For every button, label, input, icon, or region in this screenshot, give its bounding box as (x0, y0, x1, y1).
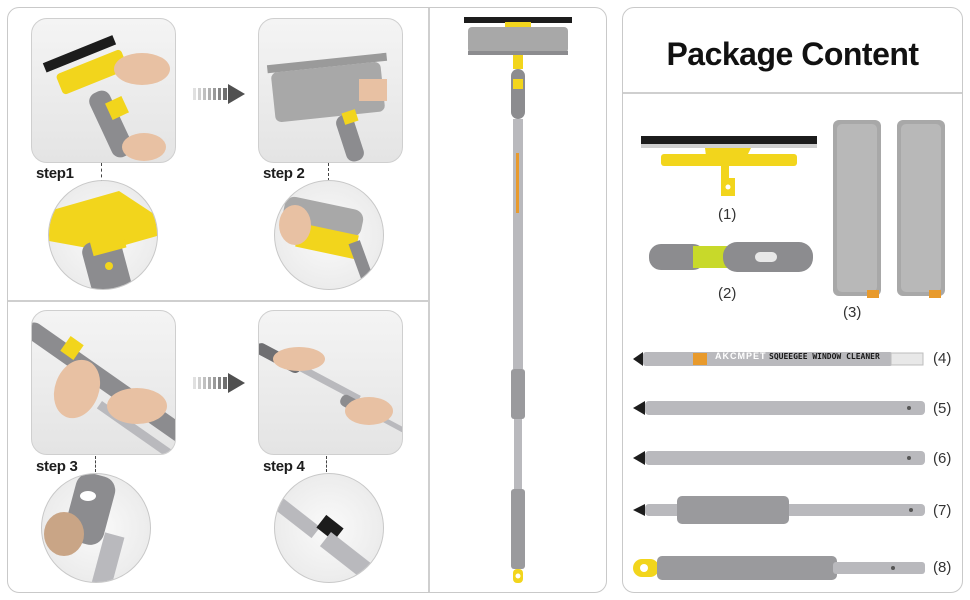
next-arrow-icon (193, 84, 245, 104)
item-number: (3) (843, 304, 862, 321)
step4-connector (326, 456, 327, 472)
pole-extend-illustration (259, 343, 402, 433)
squeegee-attach-illustration (42, 35, 170, 161)
vertical-divider (428, 8, 430, 592)
assembled-tool-illustration (464, 17, 572, 583)
pole-section-icon (633, 401, 925, 415)
step2-connector (328, 163, 329, 181)
step3-photo (31, 310, 176, 455)
package-title: Package Content (666, 36, 919, 72)
step3-detail-circle (41, 473, 151, 583)
step3-label: step 3 (36, 458, 78, 475)
step2-label: step 2 (263, 165, 305, 182)
assembly-steps-panel: step1 step 2 (7, 7, 607, 593)
pole-top-section-icon (633, 352, 924, 366)
squeegee-head-icon (641, 136, 817, 196)
step3-connector (95, 456, 96, 472)
pole-section-icon (633, 451, 925, 465)
pad-attach-illustration (266, 52, 388, 162)
pole-brand-text: AKCMPET (715, 351, 767, 361)
step1-connector (101, 163, 102, 183)
pole-bottom-section-icon (633, 556, 925, 580)
microfiber-pads-icon (833, 120, 945, 298)
step1-photo (31, 18, 176, 163)
package-content-panel: Package Content (1) (2) (3) AKCMPET SQUE… (622, 7, 963, 593)
step4-label: step 4 (263, 458, 305, 475)
step1-detail-illustration (49, 191, 157, 289)
handle-connect-illustration (32, 322, 175, 454)
step1-detail-circle (48, 180, 158, 290)
item-number: (4) (933, 350, 952, 367)
step2-photo (258, 18, 403, 163)
pole-section-grip-icon (633, 496, 925, 524)
step3-detail-illustration (44, 474, 125, 582)
item-number: (5) (933, 400, 952, 417)
step4-detail-illustration (275, 484, 383, 582)
step2-detail-circle (274, 180, 384, 290)
title-divider (623, 92, 962, 94)
pole-product-text: SQUEEGEE WINDOW CLEANER (769, 352, 880, 361)
step4-detail-circle (274, 473, 384, 583)
step2-detail-illustration (279, 196, 374, 282)
item-number: (2) (718, 285, 737, 302)
item-number: (8) (933, 559, 952, 576)
item-number: (1) (718, 206, 737, 223)
item-number: (6) (933, 450, 952, 467)
item-number: (7) (933, 502, 952, 519)
handle-grip-icon (649, 242, 813, 272)
next-arrow-icon (193, 373, 245, 393)
step4-photo (258, 310, 403, 455)
horizontal-divider (8, 300, 428, 302)
step1-label: step1 (36, 165, 74, 182)
